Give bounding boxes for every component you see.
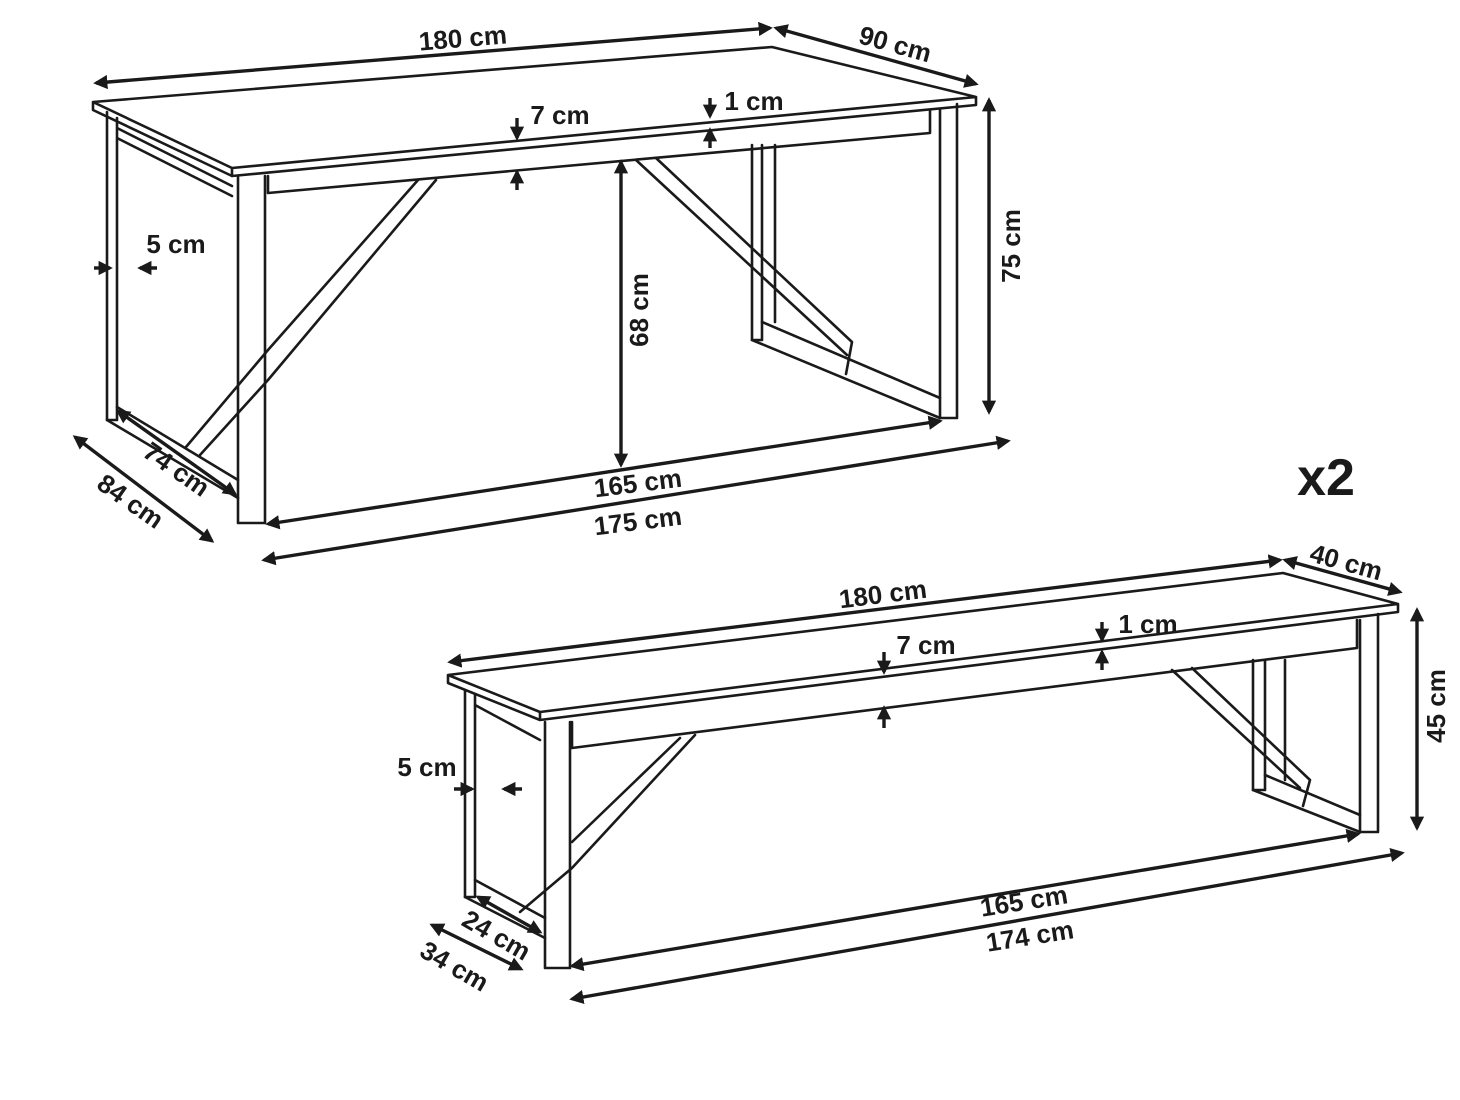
table-leg-width-label: 5 cm [146,229,205,259]
table-clearance-label: 68 cm [624,273,654,347]
table-front-left-leg [236,174,267,525]
table-inner-length-label: 165 cm [592,463,683,504]
bench-front-apron [570,618,1359,750]
bench-length-top-label: 180 cm [837,574,928,615]
bench-apron-label: 7 cm [896,630,955,660]
bench-leg-width-label: 5 cm [397,752,456,782]
bench-inner-length-line [569,828,1361,972]
table-right-brace [634,156,854,376]
table-length-top-label: 180 cm [418,19,508,56]
quantity-label: x2 [1297,449,1355,507]
bench-outer-length-label: 174 cm [984,914,1076,957]
table-outer-length-line [261,435,1011,566]
table-back-right-leg [750,143,777,342]
bench-outer-length-line [569,847,1405,1005]
bench-right-brace [1170,666,1312,808]
table-top-thickness-label: 1 cm [724,86,783,116]
table-outer-depth-line [72,435,215,543]
bench-top-thickness-label: 1 cm [1118,609,1177,639]
table-drawing: 180 cm 90 cm 7 cm 1 cm 5 cm 75 cm 68 cm … [72,19,1026,566]
bench-front-left-leg [543,720,572,970]
table-height-label: 75 cm [996,209,1026,283]
table-front-apron [266,108,932,195]
bench-right-stretcher [1251,773,1362,834]
table-right-stretcher [750,320,942,420]
table-length-top-line [93,21,773,90]
bench-length-top-line [447,554,1283,668]
bench-depth-top-line [1282,556,1403,596]
bench-inner-depth-line [475,895,543,934]
table-depth-top-line [773,24,979,88]
table-left-brace [184,178,438,457]
bench-drawing: 180 cm 40 cm 7 cm 1 cm 5 cm 45 cm 165 cm… [397,538,1451,1005]
bench-back-left-leg [463,688,542,899]
bench-outer-depth-line [429,923,524,971]
bench-front-right-leg [1358,612,1380,834]
table-front-right-leg [938,102,959,420]
table-apron-label: 7 cm [530,100,589,130]
bench-depth-top-label: 40 cm [1307,538,1386,587]
bench-height-label: 45 cm [1421,669,1451,743]
